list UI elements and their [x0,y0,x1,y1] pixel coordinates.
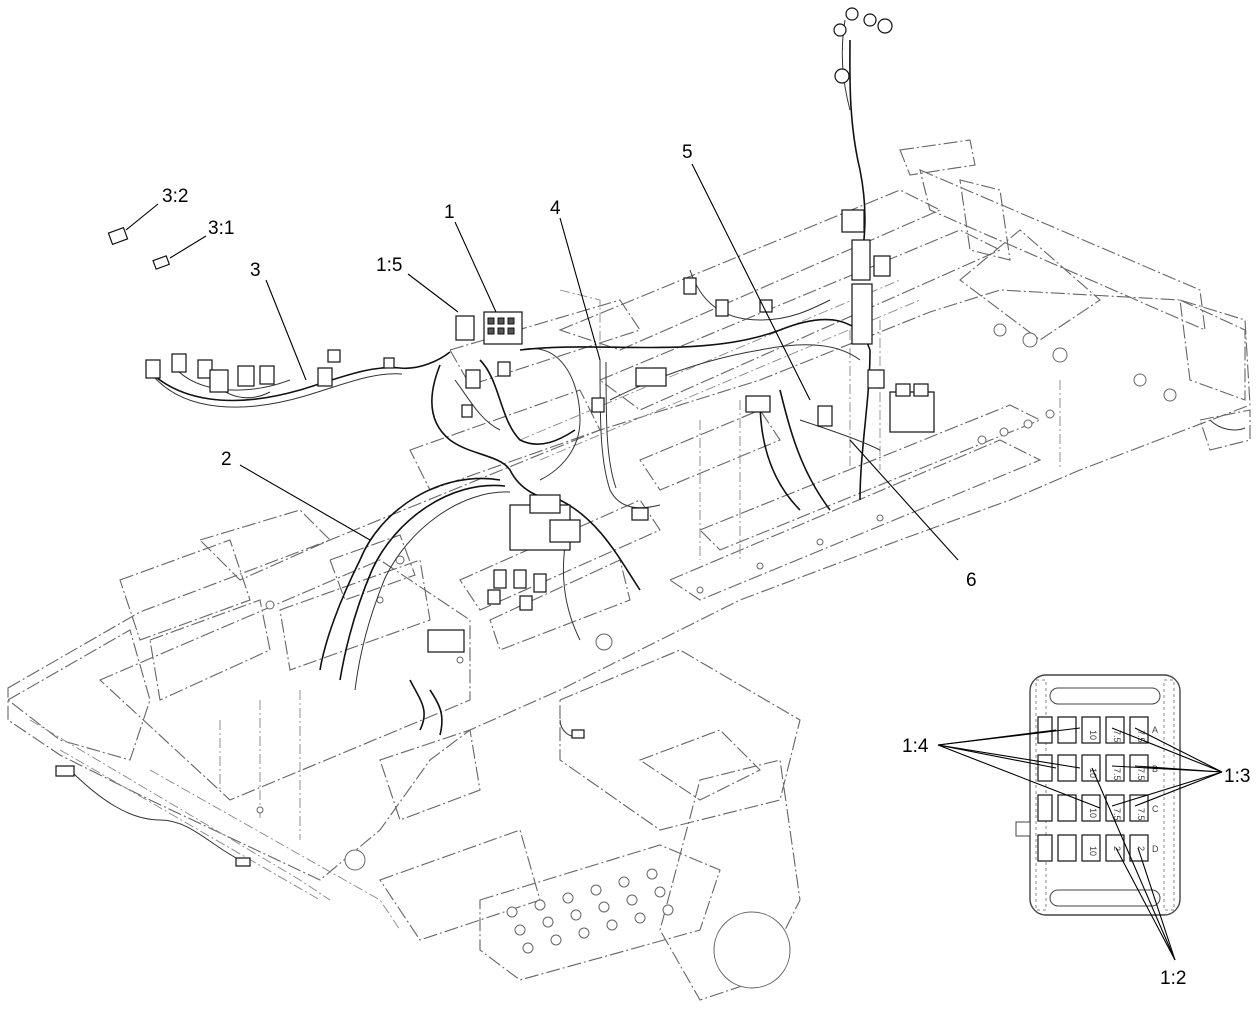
fuse-amp-label: 2 [1136,846,1146,851]
callout-4: 4 [550,198,561,219]
fuse-amp-label: 10 [1088,730,1098,740]
fuse-amp-label: 7.5 [1112,808,1122,821]
callout-3-2: 3:2 [162,186,188,207]
valve-block [889,383,935,433]
harness-connectors [55,7,935,867]
frame-holes [256,323,1177,989]
connector-3-2-part [107,226,129,246]
relay-cluster [487,494,581,611]
fuse-amp-label: 7.5 [1136,768,1146,781]
fuse-amp-label: 7.5 [1136,808,1146,821]
fuse-row-letter-b: B [1152,764,1158,774]
callout-6: 6 [966,570,977,591]
fuse-amp-label: 7.5 [1112,730,1122,743]
connector-3-1-part [152,255,171,270]
fuse-block-detail: A B C D 10 7.5 7.5 10 7.5 7.5 10 7.5 7.5… [1015,674,1181,916]
leader-lines [125,163,1223,961]
step-plate-holes [506,868,674,954]
callout-3: 3 [250,260,261,281]
upper-sensor-cluster [833,7,893,389]
callout-1: 1 [444,202,455,223]
fuse-row-letter-c: C [1152,804,1159,814]
callout-2: 2 [221,449,232,470]
fuse-amp-label: 7.5 [1112,768,1122,781]
callout-1-2: 1:2 [1160,968,1186,989]
chassis-frame [7,139,1251,1001]
callout-5: 5 [682,142,693,163]
callout-1-4: 1:4 [902,736,929,757]
fuse-amp-label: 10 [1088,768,1098,778]
fuse-block-1 [483,311,523,345]
fuse-amp-label: 2 [1112,846,1122,851]
fuse-row-letter-a: A [1152,725,1158,735]
callout-labels: 3:2 3:1 3 1:5 1 4 5 2 6 1:4 1:3 1:2 [162,142,1250,989]
callout-1-3: 1:3 [1224,766,1250,787]
fuse-row-letter-d: D [1152,844,1159,854]
fuse-amp-label: 10 [1088,808,1098,818]
fuse-amp-label: 10 [1088,846,1098,856]
fuse-amp-label: 7.5 [1136,730,1146,743]
callout-1-5: 1:5 [376,255,402,276]
callout-3-1: 3:1 [208,218,234,239]
